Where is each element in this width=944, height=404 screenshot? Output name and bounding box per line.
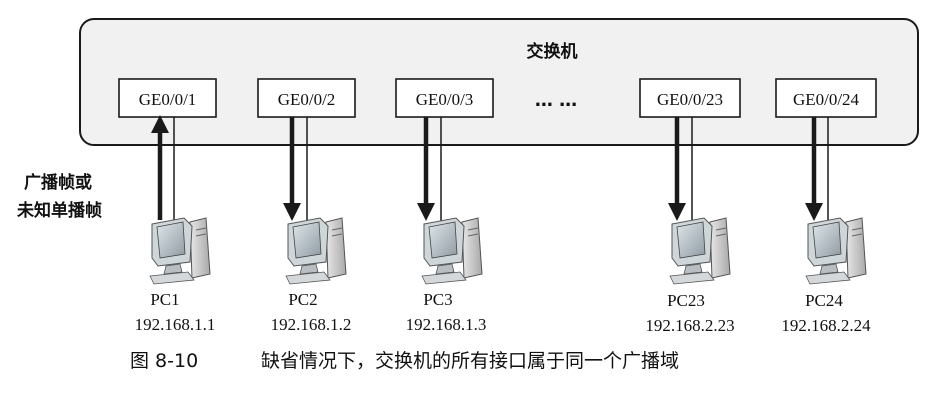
link-pc1 — [151, 115, 175, 222]
pc2-computer-icon — [285, 217, 347, 285]
pc2-ip: 192.168.1.2 — [271, 315, 352, 334]
pc3-name: PC3 — [423, 290, 452, 309]
switch-title: 交换机 — [527, 41, 578, 62]
pc2-name: PC2 — [288, 290, 317, 309]
link-pc23 — [668, 117, 693, 222]
port-24: GE0/0/24 — [775, 78, 877, 118]
port-23: GE0/0/23 — [639, 78, 741, 118]
pc23-computer-icon — [669, 217, 731, 285]
port-3: GE0/0/3 — [395, 78, 494, 118]
pc1-name: PC1 — [150, 290, 179, 309]
port-label: GE0/0/23 — [657, 90, 723, 109]
port-label: GE0/0/1 — [139, 90, 197, 109]
frame-type-label-line1: 广播帧或 — [24, 172, 92, 193]
pc23-ip: 192.168.2.23 — [645, 316, 734, 335]
port-label: GE0/0/3 — [416, 90, 474, 109]
link-pc2 — [283, 117, 308, 222]
link-pc24 — [805, 117, 829, 222]
port-label: GE0/0/2 — [278, 90, 336, 109]
frame-type-label-line2: 未知单播帧 — [16, 200, 102, 221]
figure-number: 图 8-10 — [130, 350, 198, 372]
link-pc3 — [417, 117, 442, 222]
pc24-computer-icon — [805, 217, 867, 285]
pc1-ip: 192.168.1.1 — [135, 315, 216, 334]
pc24-ip: 192.168.2.24 — [781, 316, 871, 335]
pc1-computer-icon — [149, 217, 211, 285]
pc-icons — [149, 217, 867, 285]
pc3-ip: 192.168.1.3 — [406, 315, 487, 334]
ports-ellipsis: … … — [535, 90, 577, 111]
pc3-computer-icon — [421, 217, 483, 285]
port-1: GE0/0/1 — [118, 78, 217, 118]
pc23-name: PC23 — [667, 291, 705, 310]
pc24-name: PC24 — [805, 291, 843, 310]
figure-caption: 缺省情况下，交换机的所有接口属于同一个广播域 — [261, 350, 679, 372]
port-2: GE0/0/2 — [257, 78, 356, 118]
port-label: GE0/0/24 — [793, 90, 860, 109]
